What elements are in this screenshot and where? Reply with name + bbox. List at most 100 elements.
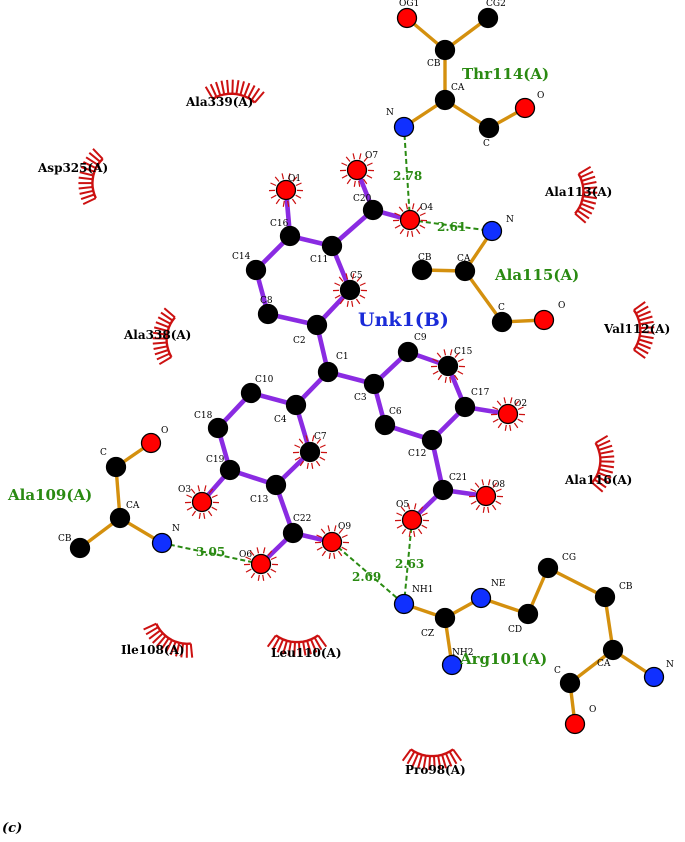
hydrophobic-arc-spoke bbox=[448, 751, 458, 765]
contact-spike bbox=[487, 506, 490, 513]
atom-label: O4 bbox=[420, 203, 433, 213]
contact-spike bbox=[453, 374, 459, 381]
carbon-atom bbox=[362, 199, 384, 221]
contact-spike bbox=[198, 512, 201, 519]
hydrophobic-arc-spoke bbox=[180, 643, 185, 658]
hydrophobic-arc-spoke bbox=[306, 640, 312, 655]
contact-spike bbox=[346, 178, 352, 185]
contact-spike bbox=[359, 282, 366, 287]
contact-spike bbox=[306, 462, 309, 469]
hydrophobic-arc-spoke bbox=[82, 197, 97, 206]
hydrophobic-arc-spoke bbox=[639, 320, 654, 326]
hydrophobic-arc-spoke bbox=[639, 334, 654, 340]
atom-label: CD bbox=[508, 625, 522, 635]
hydrophobic-arc-curve bbox=[212, 92, 256, 104]
contact-spike bbox=[270, 194, 277, 199]
contact-spike bbox=[454, 352, 460, 358]
hydrophobic-arc-spoke bbox=[189, 643, 194, 658]
hbond-distance-label: 3.05 bbox=[196, 545, 225, 559]
contact-spike bbox=[419, 224, 426, 229]
carbon-atom bbox=[397, 341, 419, 363]
atom-label: C bbox=[554, 666, 561, 676]
hydrophobic-arc-spoke bbox=[633, 301, 646, 311]
carbon-atom bbox=[454, 260, 476, 282]
nitrogen-atom bbox=[393, 593, 415, 615]
oxygen-atom bbox=[250, 553, 272, 575]
nitrogen-atom bbox=[481, 220, 503, 242]
contact-spike bbox=[346, 300, 349, 307]
contact-spike bbox=[281, 173, 285, 180]
hydrophobic-arc-spoke bbox=[638, 338, 653, 345]
atoms-layer bbox=[69, 7, 665, 735]
carbon-atom bbox=[491, 311, 513, 333]
hydrophobic-arc-spoke bbox=[239, 81, 245, 96]
hydrophobic-arc-spoke bbox=[444, 753, 453, 767]
hydrophobic-arc-spoke bbox=[596, 439, 611, 448]
atom-label: NH2 bbox=[452, 648, 473, 658]
atom-label: CB bbox=[619, 582, 633, 592]
contact-spike bbox=[315, 460, 321, 467]
residue-bond bbox=[463, 269, 504, 324]
hydrophobic-arc-spoke bbox=[92, 148, 104, 160]
atom-label: N bbox=[386, 108, 394, 118]
contact-spike bbox=[191, 510, 197, 517]
hydrophobic-arc-curve bbox=[165, 316, 176, 358]
contact-spike bbox=[394, 224, 401, 229]
carbon-atom bbox=[321, 235, 343, 257]
contact-spike bbox=[341, 174, 348, 179]
atom-label: C1 bbox=[336, 352, 349, 362]
atom-label: OG1 bbox=[399, 0, 419, 9]
carbon-atom bbox=[559, 672, 581, 694]
atom-label: CZ bbox=[421, 629, 434, 639]
atom-contact-spikes bbox=[339, 153, 375, 187]
contact-spike bbox=[509, 424, 512, 431]
hydrophobic-arc-spoke bbox=[437, 755, 442, 770]
contact-spike bbox=[311, 462, 314, 469]
contact-spike bbox=[495, 500, 502, 505]
oxygen-atom bbox=[140, 432, 162, 454]
contact-spike bbox=[413, 530, 416, 537]
atom-label: NE bbox=[491, 579, 505, 589]
contact-spike bbox=[496, 400, 502, 406]
oxygen-atom bbox=[346, 159, 368, 181]
hydrophobic-arc-spoke bbox=[313, 637, 323, 651]
hydrophobic-arc-spoke bbox=[152, 331, 168, 336]
carbon-atom bbox=[219, 459, 241, 481]
nitrogen-atom bbox=[151, 532, 173, 554]
carbon-atom bbox=[109, 507, 131, 529]
contact-spike bbox=[211, 506, 218, 511]
contact-spike bbox=[517, 406, 524, 411]
carbon-atom bbox=[432, 479, 454, 501]
atom-label: CB bbox=[418, 253, 432, 263]
atom-label: N bbox=[666, 660, 674, 670]
hydrophobic-contact-arc bbox=[152, 307, 176, 366]
contact-spike bbox=[474, 482, 480, 488]
hbond-residue-label: Arg101(A) bbox=[459, 650, 547, 668]
atom-label: C11 bbox=[310, 255, 328, 265]
contact-spike bbox=[333, 552, 336, 559]
contact-spike bbox=[267, 550, 273, 556]
hydrophobic-arc-spoke bbox=[148, 629, 161, 640]
contact-spike bbox=[407, 503, 411, 510]
hydrophobic-arc-spoke bbox=[633, 349, 646, 359]
hydrophobic-arc-spoke bbox=[85, 156, 99, 166]
hydrophobic-arc-spoke bbox=[215, 81, 222, 96]
hydrophobic-arc-spoke bbox=[266, 634, 277, 648]
contact-spike bbox=[416, 206, 422, 212]
hydrophobic-arc-spoke bbox=[635, 345, 649, 355]
hydrogen-bond bbox=[161, 542, 262, 565]
atom-label: C16 bbox=[270, 219, 289, 229]
contact-spike bbox=[432, 358, 439, 363]
atom-label: CA bbox=[457, 254, 471, 264]
hydrophobic-arc-spoke bbox=[157, 316, 171, 325]
nitrogen-atom bbox=[643, 666, 665, 688]
hydrophobic-arc-spoke bbox=[309, 639, 318, 653]
hydrophobic-residue-label: Ala113(A) bbox=[544, 185, 612, 199]
atom-label: C3 bbox=[354, 393, 367, 403]
hydrophobic-residue-label: Leu110(A) bbox=[271, 646, 342, 660]
hydrophobic-arc-spoke bbox=[583, 186, 598, 190]
contact-spike bbox=[266, 572, 272, 579]
atom-label: C5 bbox=[350, 271, 363, 281]
hydrophobic-arc-spoke bbox=[637, 342, 651, 350]
hydrophobic-arc-spoke bbox=[82, 161, 97, 170]
